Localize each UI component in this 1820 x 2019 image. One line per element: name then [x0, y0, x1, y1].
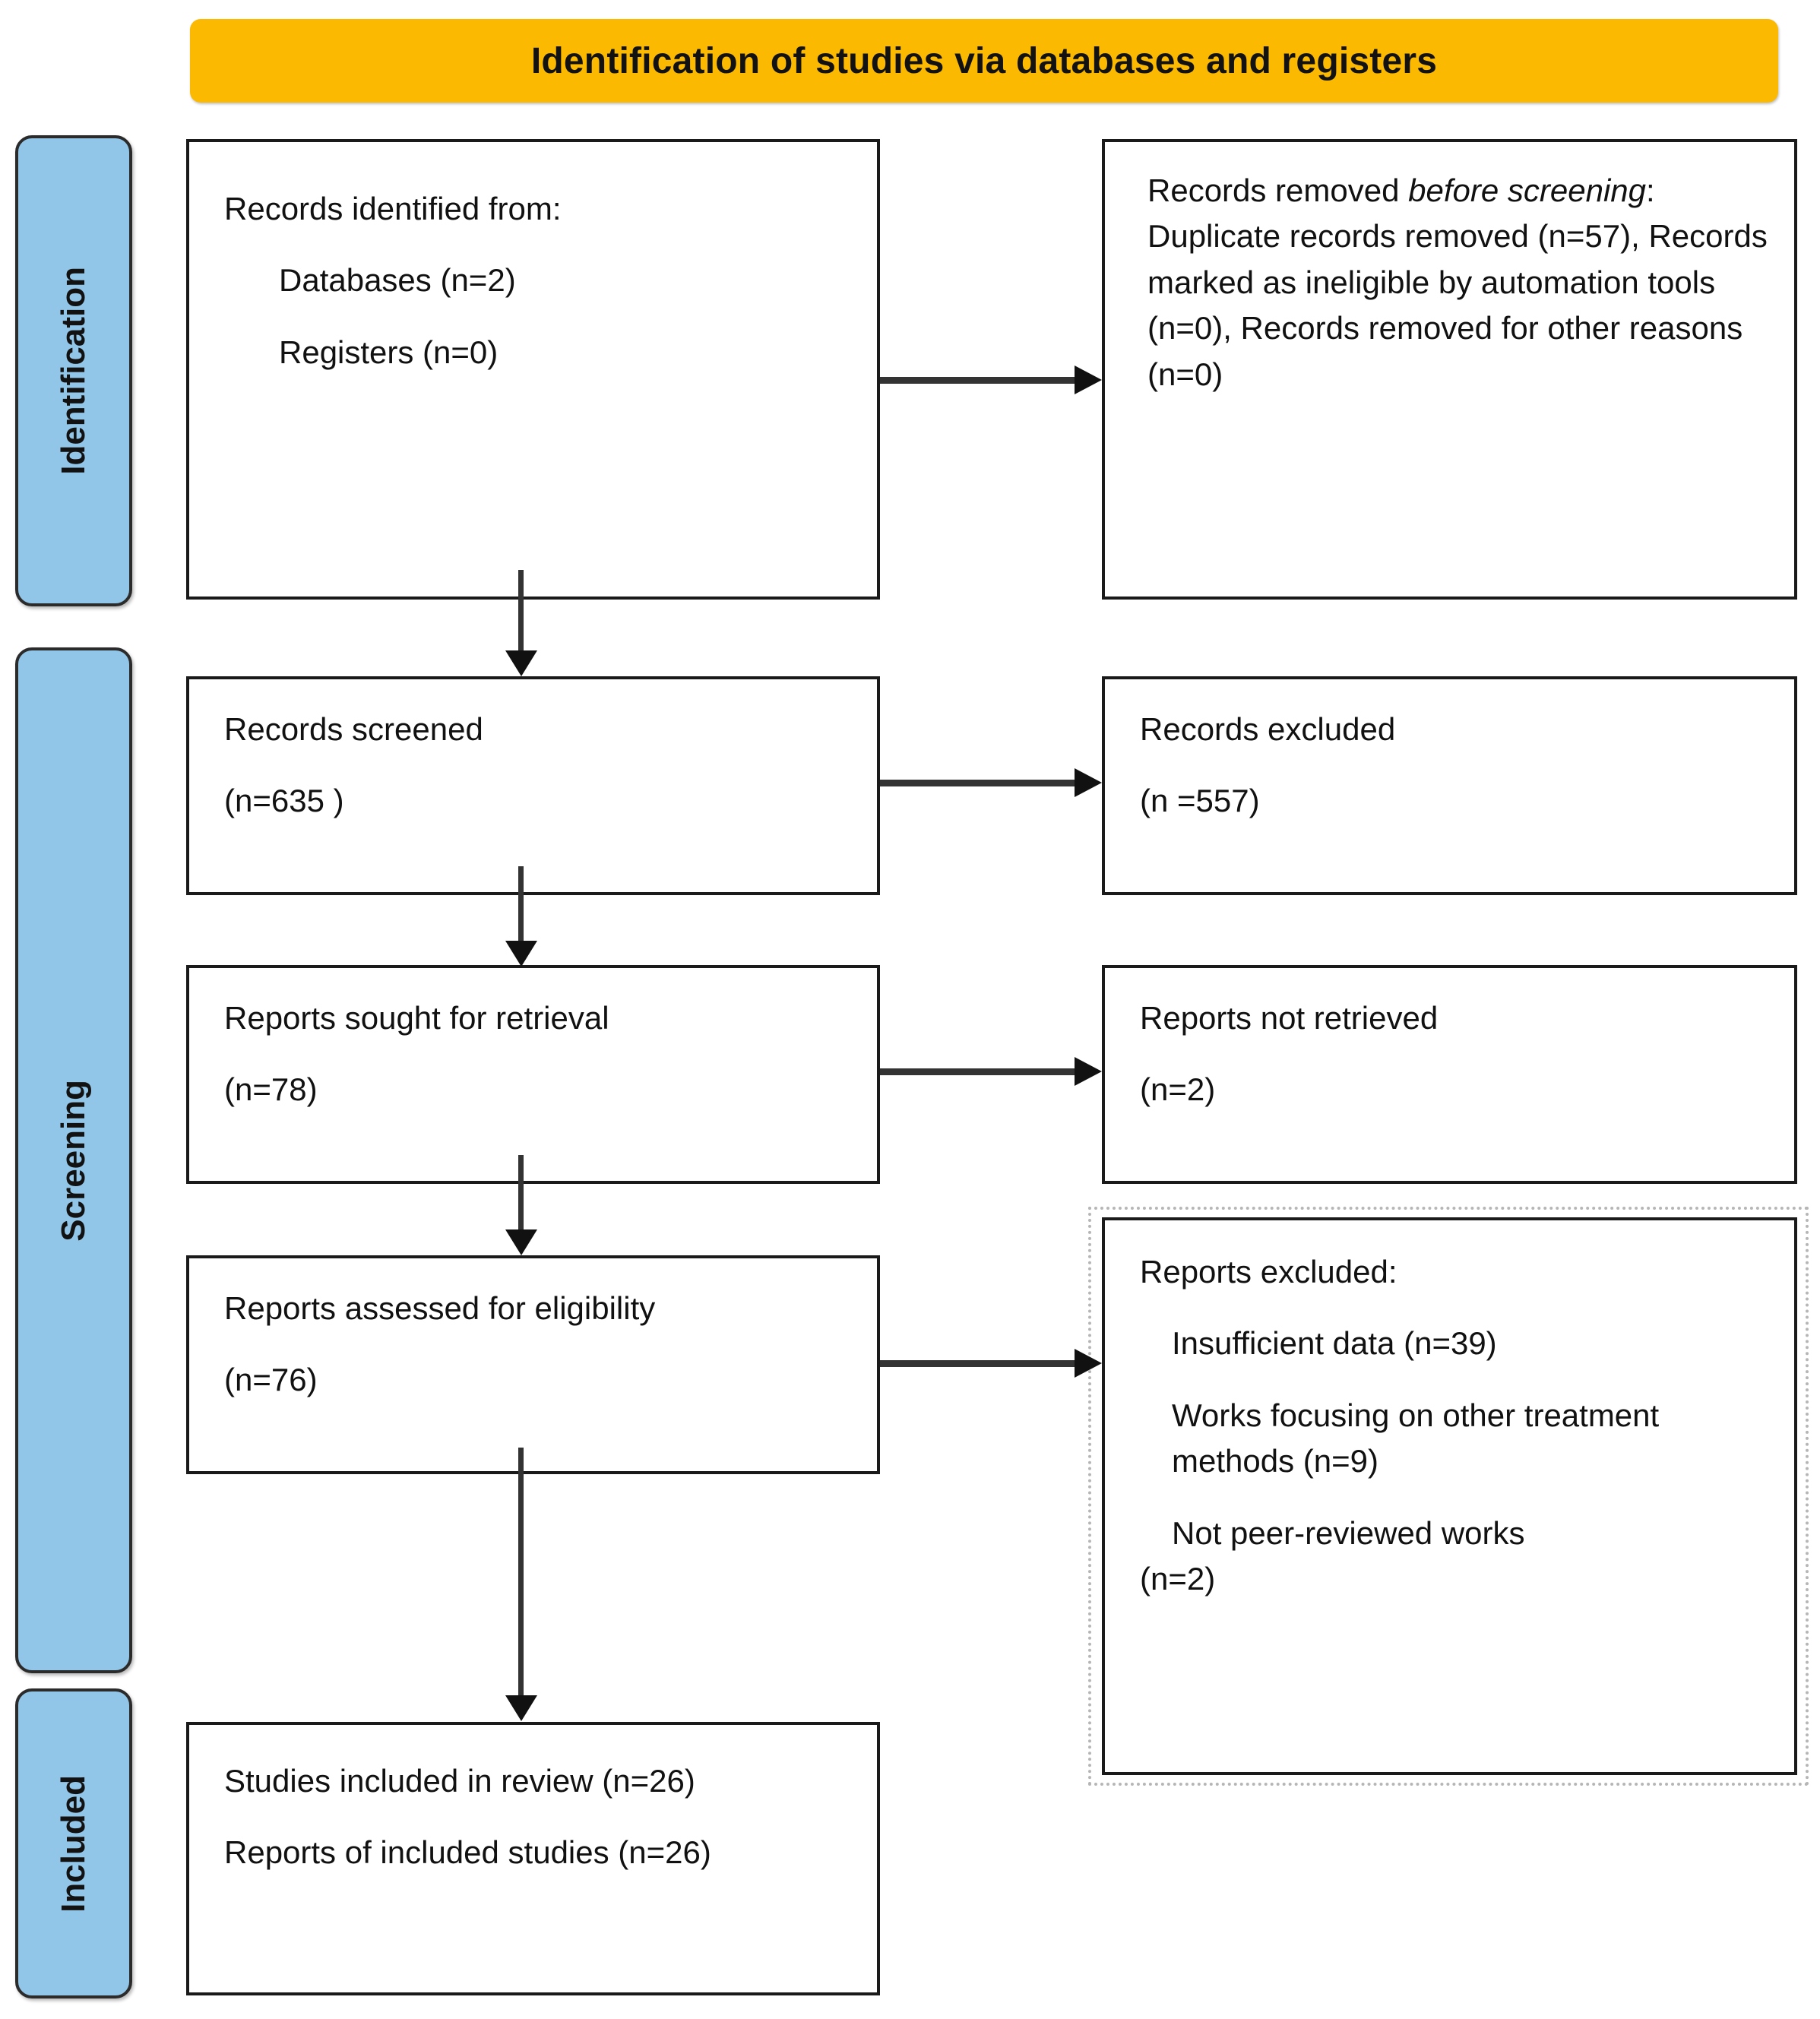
box-reports-not-retrieved: Reports not retrieved (n=2) — [1102, 965, 1797, 1184]
records-identified-heading: Records identified from: — [224, 191, 562, 226]
box-reports-excluded-text: Reports excluded: Insufficient data (n=3… — [1140, 1249, 1768, 1603]
reports-sought-label: Reports sought for retrieval — [224, 1000, 609, 1036]
records-screened-count: (n=635 ) — [224, 783, 344, 819]
box-records-removed-text: Records removed before screening: Duplic… — [1147, 168, 1773, 397]
records-identified-registers: Registers (n=0) — [279, 334, 499, 370]
spacer — [224, 1041, 851, 1067]
reports-sought-count: (n=78) — [224, 1071, 318, 1108]
arrow-shaft — [880, 780, 1076, 786]
box-records-screened-text: Records screened (n=635 ) — [224, 707, 851, 824]
stage-label-screening-text: Screening — [55, 1079, 92, 1242]
spacer — [1140, 752, 1768, 778]
spacer — [1140, 1485, 1768, 1511]
box-records-excluded-text: Records excluded (n =557) — [1140, 707, 1768, 824]
arrow-shaft — [880, 377, 1076, 384]
records-identified-databases: Databases (n=2) — [279, 262, 516, 299]
spacer — [224, 1331, 851, 1357]
box-records-removed-before-screening: Records removed before screening: Duplic… — [1102, 139, 1797, 600]
records-excluded-count: (n =557) — [1140, 783, 1260, 819]
reports-of-included-studies: Reports of included studies — [224, 1834, 609, 1871]
stage-label-included-text: Included — [55, 1774, 92, 1913]
reports-excluded-heading: Reports excluded: — [1140, 1254, 1397, 1290]
stage-label-identification: Identification — [15, 135, 132, 606]
spacer — [1140, 1295, 1768, 1321]
records-removed-lead: Records removed — [1147, 172, 1409, 208]
stage-label-identification-text: Identification — [55, 267, 92, 475]
reports-of-included-studies-count: (n=26) — [618, 1834, 711, 1871]
arrow-shaft — [880, 1360, 1076, 1367]
box-reports-excluded: Reports excluded: Insufficient data (n=3… — [1102, 1217, 1797, 1775]
arrow-shaft — [518, 866, 524, 942]
reports-assessed-label: Reports assessed for eligibility — [224, 1290, 656, 1326]
reports-excluded-reason-3: Not peer-reviewed works — [1172, 1514, 1525, 1551]
box-reports-sought-text: Reports sought for retrieval (n=78) — [224, 995, 851, 1113]
reports-not-retrieved-label: Reports not retrieved — [1140, 1000, 1439, 1036]
records-removed-italic: before screening — [1408, 172, 1647, 208]
spacer — [1140, 1041, 1768, 1067]
box-studies-included: Studies included in review (n=26) Report… — [186, 1722, 880, 1995]
box-reports-not-retrieved-text: Reports not retrieved (n=2) — [1140, 995, 1768, 1113]
spacer — [224, 232, 851, 258]
box-reports-sought-for-retrieval: Reports sought for retrieval (n=78) — [186, 965, 880, 1184]
box-reports-excluded-dotted-outline — [1088, 1207, 1809, 1786]
reports-excluded-reason-1: Insufficient data (n=39) — [1172, 1325, 1497, 1362]
arrow-head-down-icon — [505, 650, 537, 676]
arrow-shaft — [518, 1155, 524, 1231]
diagram-title-banner: Identification of studies via databases … — [190, 19, 1778, 103]
stage-label-included: Included — [15, 1688, 132, 1998]
arrow-shaft — [518, 570, 524, 652]
box-records-excluded: Records excluded (n =557) — [1102, 676, 1797, 895]
reports-assessed-count: (n=76) — [224, 1362, 318, 1398]
spacer — [224, 752, 851, 778]
arrow-head-down-icon — [505, 1695, 537, 1721]
records-excluded-label: Records excluded — [1140, 711, 1396, 747]
records-screened-label: Records screened — [224, 711, 483, 747]
spacer — [224, 304, 851, 330]
reports-not-retrieved-count: (n=2) — [1140, 1071, 1216, 1108]
box-records-identified-text: Records identified from: Databases (n=2)… — [224, 186, 851, 375]
box-studies-included-text: Studies included in review (n=26) Report… — [224, 1758, 851, 1876]
box-records-screened: Records screened (n=635 ) — [186, 676, 880, 895]
arrow-head-down-icon — [505, 1229, 537, 1255]
reports-excluded-reason-3-count: (n=2) — [1140, 1561, 1216, 1597]
spacer — [224, 1804, 851, 1830]
arrow-head-down-icon — [505, 941, 537, 967]
stage-label-screening: Screening — [15, 647, 132, 1673]
arrow-head-right-icon — [1075, 1349, 1102, 1378]
reports-excluded-reason-2: Works focusing on other treatment method… — [1172, 1397, 1660, 1479]
box-records-identified: Records identified from: Databases (n=2)… — [186, 139, 880, 600]
box-reports-assessed-text: Reports assessed for eligibility (n=76) — [224, 1286, 851, 1403]
records-removed-rest: : Duplicate records removed (n=57), Reco… — [1147, 172, 1768, 392]
arrow-head-right-icon — [1075, 366, 1102, 394]
arrow-head-right-icon — [1075, 1057, 1102, 1086]
spacer — [1140, 1367, 1768, 1393]
diagram-title: Identification of studies via databases … — [530, 40, 1438, 81]
box-reports-assessed-for-eligibility: Reports assessed for eligibility (n=76) — [186, 1255, 880, 1474]
studies-included-in-review: Studies included in review (n=26) — [224, 1763, 695, 1799]
arrow-shaft — [880, 1068, 1076, 1075]
arrow-head-right-icon — [1075, 768, 1102, 797]
arrow-shaft — [518, 1448, 524, 1697]
